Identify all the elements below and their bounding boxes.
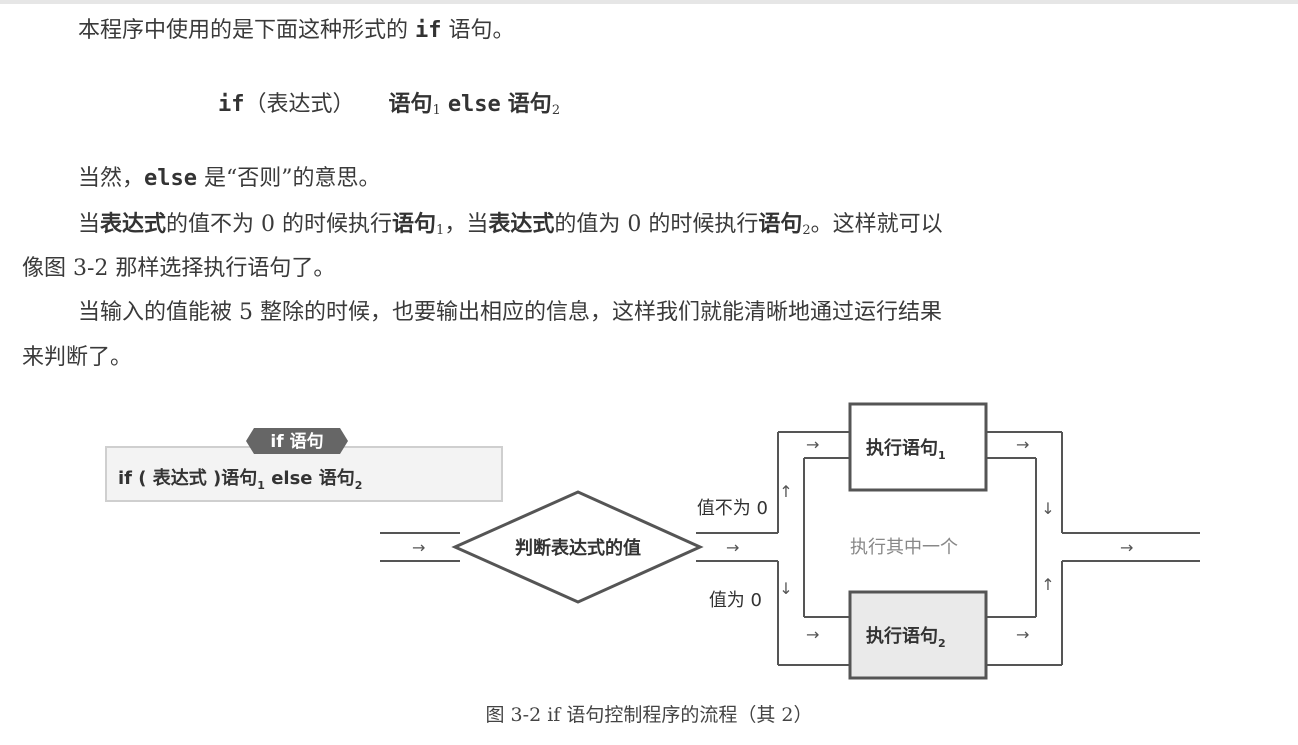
text-line-6: 当输入的值能被 5 整除的时候，也要输出相应的信息，这样我们就能清晰地通过运行结…: [78, 300, 942, 325]
syntax-line: if（表达式）语句1 else 语句2: [218, 90, 560, 126]
text-fragment: 的值为 0 的时候执行: [554, 212, 759, 237]
subscript-1: 1: [432, 103, 441, 118]
text-fragment: 当: [78, 212, 101, 237]
text-fragment: 。这样就可以: [810, 212, 943, 237]
flow-arrow: →: [1016, 625, 1029, 644]
text-fragment: 语句。: [441, 18, 515, 43]
flow-arrow: →: [806, 625, 819, 644]
text-line-5: 像图 3-2 那样选择执行语句了。: [22, 256, 336, 281]
term-statement: 语句: [758, 212, 803, 237]
syntax-box: [105, 446, 503, 502]
if-tag-badge: [246, 428, 348, 454]
text-line-4: 当表达式的值不为 0 的时候执行语句1，当表达式的值为 0 的时候执行语句2。这…: [78, 210, 943, 246]
term-statement: 语句: [392, 212, 437, 237]
keyword-else: else: [144, 166, 197, 191]
flow-arrow: →: [1016, 435, 1029, 454]
exec-box-2: [848, 590, 988, 680]
flow-arrow: →: [726, 538, 739, 557]
text-line-7: 来判断了。: [22, 345, 133, 370]
flow-arrow: →: [806, 435, 819, 454]
figure-caption: 图 3-2 if 语句控制程序的流程（其 2）: [485, 704, 813, 726]
text-fragment: ，当: [444, 212, 489, 237]
if-tag-label: if 语句: [270, 431, 323, 452]
syntax-expression: （表达式）: [244, 92, 355, 117]
text-fragment: 的值不为 0 的时候执行: [166, 212, 393, 237]
text-fragment: 当然，: [78, 166, 145, 191]
exec-box-1: [848, 402, 988, 492]
text-fragment: 本程序中使用的是下面这种形式的: [78, 18, 415, 43]
label-nonzero: 值不为 0: [697, 498, 768, 519]
exec-box-1-label: 执行语句1: [866, 437, 946, 462]
decision-diamond: [451, 490, 704, 604]
syntax-statement-2: 语句: [507, 92, 552, 117]
syntax-statement-1: 语句: [388, 92, 433, 117]
flow-arrow-down: ↓: [1041, 499, 1054, 518]
syntax-box-text: if ( 表达式 )语句1 else 语句2: [118, 467, 362, 492]
term-expression: 表达式: [100, 212, 167, 237]
keyword-if: if: [218, 92, 245, 117]
top-rule: [0, 0, 1298, 4]
term-expression: 表达式: [488, 212, 555, 237]
flow-arrow: →: [412, 538, 425, 557]
decision-label: 判断表达式的值: [515, 537, 641, 559]
text-fragment: 是“否则”的意思。: [197, 166, 381, 191]
middle-note: 执行其中一个: [850, 537, 958, 558]
flow-arrow-up: ↑: [779, 482, 792, 501]
label-zero: 值为 0: [709, 590, 762, 611]
subscript-2: 2: [551, 103, 561, 118]
subscript-1: 1: [436, 223, 445, 238]
text-line-3: 当然，else 是“否则”的意思。: [78, 164, 381, 194]
text-line-1: 本程序中使用的是下面这种形式的 if 语句。: [78, 16, 515, 46]
exec-box-2-label: 执行语句2: [866, 625, 946, 650]
keyword-if: if: [415, 18, 442, 43]
subscript-2: 2: [802, 223, 811, 238]
keyword-else: else: [447, 92, 501, 117]
flow-arrow-down: ↓: [779, 579, 792, 598]
flow-arrow: →: [1120, 538, 1133, 557]
flow-arrow-up: ↑: [1041, 575, 1054, 594]
